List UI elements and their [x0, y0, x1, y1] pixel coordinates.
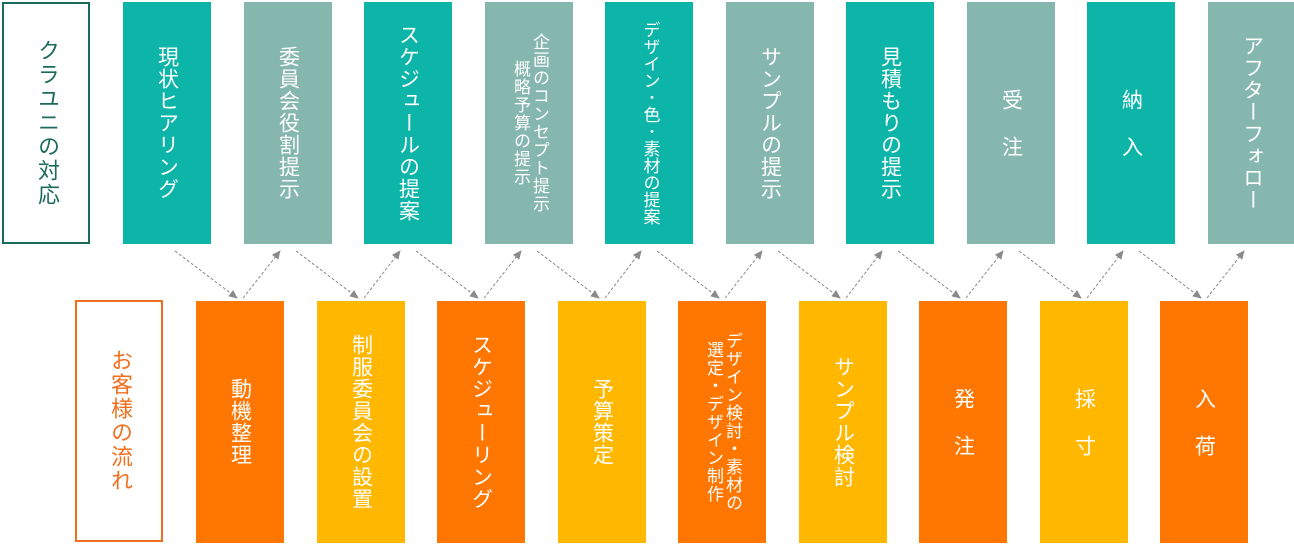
- customer-step-5-text: デザイン検討・素材の: [722, 332, 742, 512]
- arrow-up-9: [1206, 250, 1245, 299]
- customer-step-9: 入 荷: [1160, 301, 1248, 543]
- arrow-up-8: [1086, 250, 1124, 299]
- company-step-2: 委員会役割提示: [244, 2, 332, 244]
- company-step-4-text: 企画のコンセプト提示: [529, 33, 549, 213]
- company-step-4-text: 概略予算の提示: [510, 60, 530, 186]
- company-step-5-text: デザイン･色･素材の提案: [639, 21, 660, 225]
- customer-step-5: デザイン検討・素材の選定・デザイン制作: [678, 301, 766, 543]
- company-step-9: 納 入: [1087, 2, 1175, 244]
- company-step-6-text: サンプルの提示: [758, 46, 783, 200]
- customer-step-4: 予算策定: [558, 301, 646, 543]
- arrow-down-6: [777, 250, 841, 299]
- company-step-10-text: アフターフォロー: [1240, 35, 1265, 211]
- arrow-down-2: [295, 250, 359, 299]
- customer-step-8: 採 寸: [1040, 301, 1128, 543]
- customer-flow-label: お客様の流れ: [75, 300, 163, 542]
- arrow-down-5: [656, 250, 720, 299]
- arrow-down-8: [1018, 250, 1082, 299]
- customer-step-8-text: 採 寸: [1072, 387, 1097, 457]
- customer-step-6: サンプル検討: [799, 301, 887, 543]
- customer-step-4-text: 予算策定: [590, 378, 615, 466]
- customer-step-1: 動機整理: [196, 301, 284, 543]
- customer-step-7: 発 注: [919, 301, 1007, 543]
- company-step-1-text: 現状ヒアリング: [155, 46, 180, 200]
- arrow-down-3: [415, 250, 479, 299]
- customer-step-3: スケジューリング: [437, 301, 525, 543]
- arrow-up-1: [242, 250, 281, 299]
- arrow-up-4: [604, 250, 642, 299]
- company-response-label-text: クラユニの対応: [34, 39, 59, 207]
- arrow-up-5: [724, 250, 763, 299]
- company-step-7-text: 見積もりの提示: [878, 46, 903, 200]
- company-step-6: サンプルの提示: [726, 2, 814, 244]
- arrow-up-6: [845, 250, 883, 299]
- company-step-2-text: 委員会役割提示: [276, 46, 301, 200]
- arrow-up-3: [483, 250, 522, 299]
- customer-flow-label-text: お客様の流れ: [107, 349, 132, 493]
- customer-step-2-text: 制服委員会の設置: [349, 334, 374, 510]
- customer-step-9-text: 入 荷: [1192, 387, 1217, 457]
- company-step-8-text: 受 注: [999, 88, 1024, 158]
- company-step-1: 現状ヒアリング: [123, 2, 211, 244]
- arrow-down-9: [1138, 250, 1202, 299]
- arrow-down-4: [536, 250, 600, 299]
- customer-step-7-text: 発 注: [951, 387, 976, 457]
- company-step-8: 受 注: [967, 2, 1055, 244]
- company-response-label: クラユニの対応: [2, 2, 90, 244]
- company-step-7: 見積もりの提示: [846, 2, 934, 244]
- customer-step-2: 制服委員会の設置: [317, 301, 405, 543]
- arrow-up-2: [363, 250, 401, 299]
- customer-step-6-text: サンプル検討: [831, 356, 856, 488]
- company-step-3-text: スケジュールの提案: [396, 24, 421, 222]
- company-step-10: アフターフォロー: [1208, 2, 1294, 244]
- customer-step-3-text: スケジューリング: [469, 334, 494, 510]
- arrow-down-1: [174, 250, 238, 299]
- customer-step-5-text: 選定・デザイン制作: [703, 341, 723, 503]
- company-step-3: スケジュールの提案: [364, 2, 452, 244]
- arrow-down-7: [897, 250, 961, 299]
- company-step-9-text: 納 入: [1119, 88, 1144, 158]
- company-step-4: 企画のコンセプト提示概略予算の提示: [485, 2, 573, 244]
- customer-step-1-text: 動機整理: [228, 378, 253, 466]
- company-step-5: デザイン･色･素材の提案: [605, 2, 693, 244]
- arrow-up-7: [965, 250, 1004, 299]
